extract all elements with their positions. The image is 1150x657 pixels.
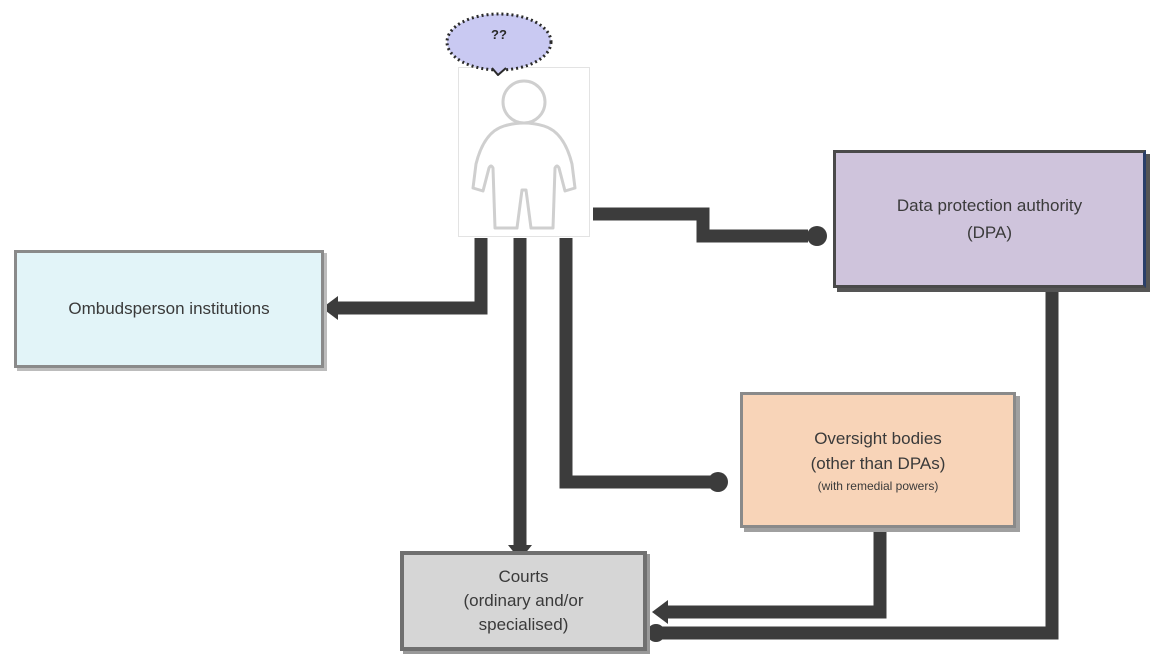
connector-dpa-to-courts — [660, 290, 1059, 640]
person-figure — [458, 67, 590, 237]
oversight-bodies-box: Oversight bodies (other than DPAs) (with… — [740, 392, 1016, 528]
oversight-label-line3: (with remedial powers) — [817, 478, 939, 493]
courts-label-line2: (ordinary and/or — [463, 591, 584, 611]
dpa-label-line1: Data protection authority — [896, 195, 1083, 215]
connector-person-to-ombudsperson — [334, 238, 488, 315]
arrowhead-courts-from-oversight — [652, 600, 668, 624]
connector-oversight-to-courts — [666, 530, 887, 619]
oversight-label-line2: (other than DPAs) — [810, 454, 946, 473]
dpa-box: Data protection authority (DPA) — [833, 150, 1146, 288]
oversight-label-line1: Oversight bodies — [814, 428, 942, 448]
connector-person-to-dpa — [593, 207, 808, 243]
person-outline-icon — [471, 79, 577, 230]
arrowhead-ombudsperson — [322, 296, 338, 320]
courts-label-line1: Courts — [498, 567, 549, 587]
courts-label-line3: specialised) — [478, 614, 569, 634]
courts-box: Courts (ordinary and/or specialised) — [400, 551, 647, 651]
speech-bubble-text: ?? — [491, 27, 507, 42]
connector-person-to-oversight — [559, 238, 712, 489]
arrowhead-oversight — [708, 472, 728, 492]
dpa-label-line2: (DPA) — [966, 223, 1012, 242]
arrowhead-courts-from-dpa — [647, 624, 665, 642]
ombudsperson-label: Ombudsperson institutions — [68, 299, 270, 318]
ombudsperson-box: Ombudsperson institutions — [14, 250, 324, 368]
speech-bubble-icon — [445, 12, 553, 76]
arrowhead-dpa — [807, 226, 827, 246]
